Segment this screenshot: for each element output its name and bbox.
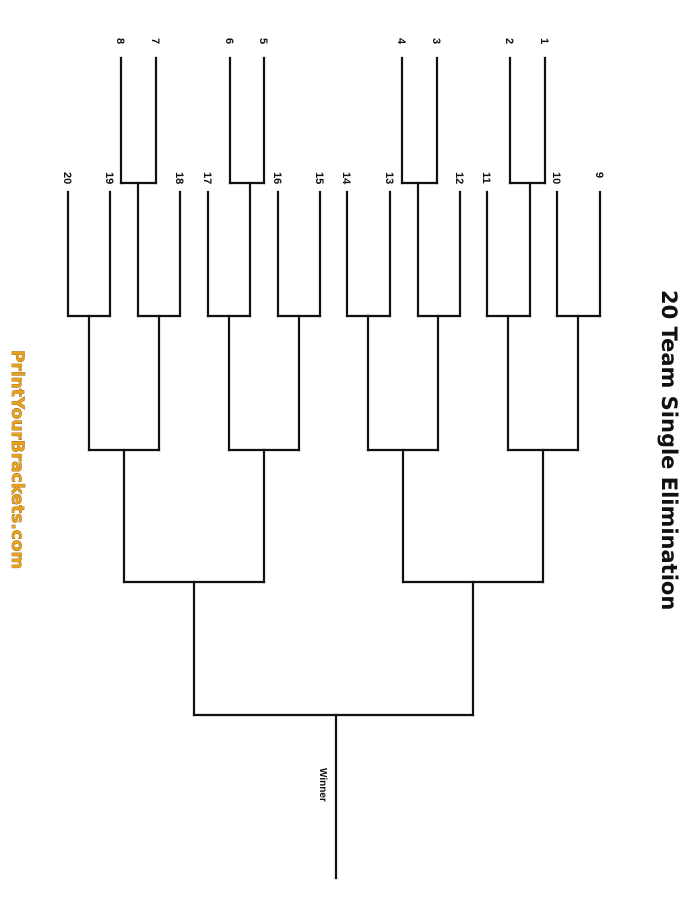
seed-label: 9 — [593, 172, 605, 178]
seed-label: 16 — [271, 172, 283, 184]
seed-label: 11 — [480, 172, 492, 184]
seed-label: 18 — [173, 172, 185, 184]
brand-logo: PrintYourBrackets.com — [7, 350, 27, 569]
seed-label: 15 — [313, 172, 325, 184]
seed-label: 13 — [383, 172, 395, 184]
seed-label: 4 — [395, 38, 407, 45]
seed-label: 10 — [550, 172, 562, 184]
seed-label: 8 — [114, 38, 126, 44]
seed-labels: 1 2 3 4 5 6 7 8 9 10 11 12 13 14 15 16 1… — [61, 38, 605, 185]
winner-label: Winner — [317, 768, 328, 802]
seed-label: 20 — [61, 172, 73, 184]
seed-label: 2 — [503, 38, 515, 44]
seed-label: 1 — [538, 38, 550, 44]
seed-label: 6 — [223, 38, 235, 44]
seed-label: 7 — [149, 38, 161, 44]
seed-label: 14 — [340, 172, 352, 185]
page-title: 20 Team Single Elimination — [657, 290, 681, 610]
seed-label: 12 — [453, 172, 465, 184]
seed-label: 17 — [201, 172, 213, 184]
seed-label: 19 — [103, 172, 115, 184]
seed-label: 5 — [257, 38, 269, 44]
seed-label: 3 — [430, 38, 442, 44]
